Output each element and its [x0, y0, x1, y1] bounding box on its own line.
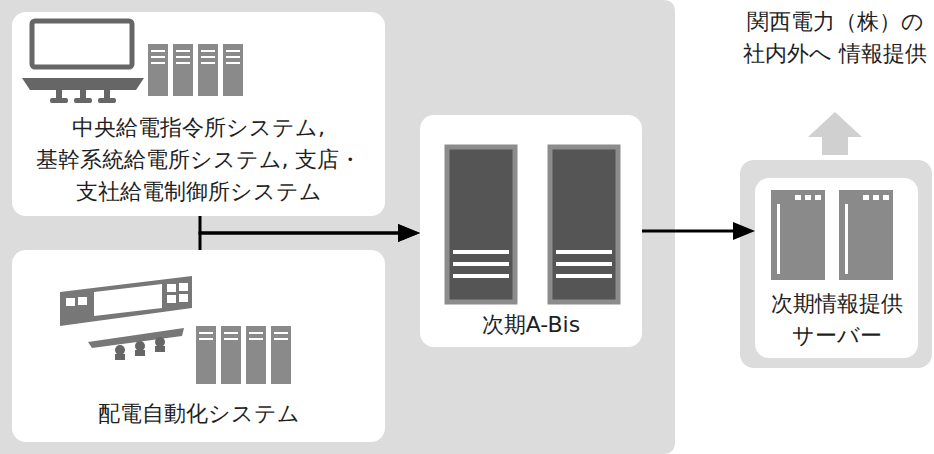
flow-arrow [200, 224, 420, 250]
upward-block-arrow [808, 112, 862, 155]
connector-line [200, 233, 400, 250]
flow-arrow [200, 216, 420, 242]
server-box: 次期情報提供 サーバー [755, 178, 918, 358]
control-room-icon [12, 12, 385, 112]
connector-line [642, 230, 735, 233]
abis-server-icon [420, 115, 642, 305]
node-text: 次期A-Bis [482, 309, 580, 341]
arrow-head [398, 224, 420, 242]
node-text: 配電自動化システム [98, 398, 300, 430]
info-server-icon [755, 178, 918, 288]
node-text: 次期情報提供 サーバー [759, 288, 914, 352]
node-text: 中央給電指令所システム, 基幹系統給電所システム, 支店・支社給電制御所システム [19, 112, 379, 208]
arrow-head [398, 224, 420, 242]
system-box: 中央給電指令所システム, 基幹系統給電所システム, 支店・支社給電制御所システム [12, 12, 385, 216]
arrow-head [733, 222, 755, 240]
server-panel [740, 160, 932, 368]
note-label: 関西電力（株）の 社内外へ 情報提供 [730, 6, 934, 70]
connector-line [200, 216, 400, 233]
abis-box: 次期A-Bis [420, 115, 642, 347]
system-box: 配電自動化システム [12, 250, 385, 442]
distribution-room-icon [12, 250, 385, 390]
flow-arrow [642, 222, 755, 240]
system-panel [0, 0, 675, 454]
